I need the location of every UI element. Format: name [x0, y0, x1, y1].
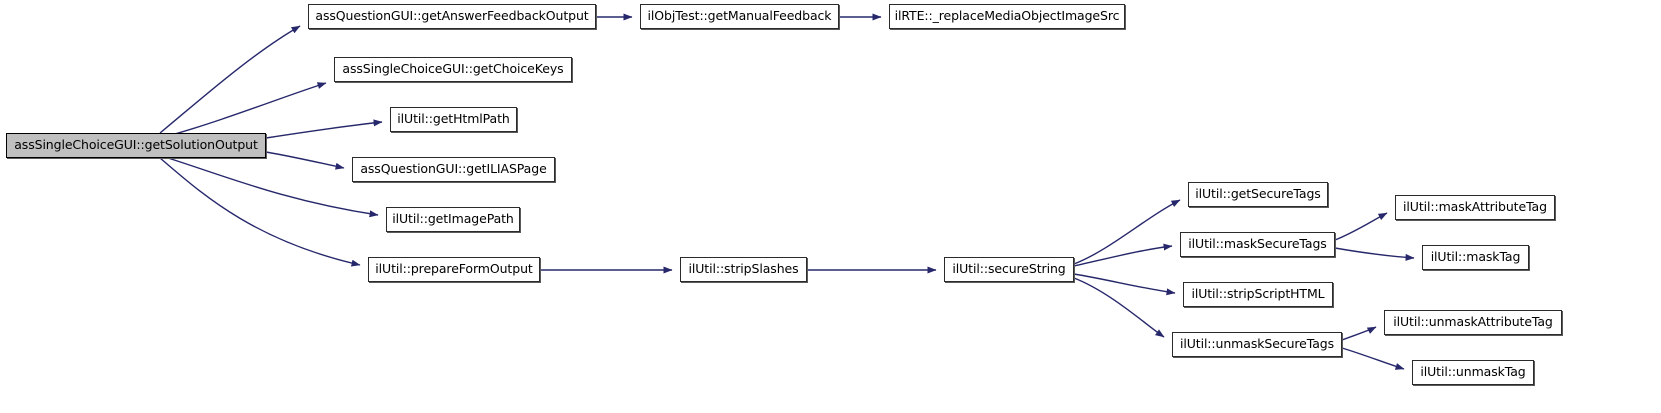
graph-node[interactable]: ilUtil::stripSlashes: [680, 257, 807, 282]
graph-node[interactable]: ilUtil::getImagePath: [386, 207, 520, 232]
graph-node-label: ilUtil::stripSlashes: [688, 261, 799, 277]
graph-node-label: assQuestionGUI::getILIASPage: [360, 161, 547, 177]
graph-node[interactable]: ilUtil::getSecureTags: [1188, 182, 1328, 207]
graph-node-label: ilRTE::_replaceMediaObjectImageSrc: [894, 8, 1120, 24]
graph-node[interactable]: ilUtil::maskAttributeTag: [1395, 195, 1555, 220]
graph-node-label: ilObjTest::getManualFeedback: [647, 8, 832, 24]
graph-node[interactable]: ilUtil::unmaskAttributeTag: [1384, 310, 1562, 335]
graph-node-label: assQuestionGUI::getAnswerFeedbackOutput: [315, 8, 589, 24]
graph-node[interactable]: ilUtil::maskSecureTags: [1180, 232, 1335, 257]
call-edge: [167, 82, 327, 137]
graph-node[interactable]: ilUtil::unmaskTag: [1412, 360, 1534, 385]
graph-node-label: ilUtil::prepareFormOutput: [375, 261, 533, 277]
graph-node[interactable]: ilUtil::stripScriptHTML: [1183, 282, 1333, 307]
graph-node[interactable]: ilUtil::unmaskSecureTags: [1172, 332, 1342, 357]
graph-node-label: ilUtil::unmaskTag: [1420, 364, 1526, 380]
call-edge: [159, 25, 301, 134]
call-edge: [167, 157, 379, 218]
graph-node-label: ilUtil::unmaskAttributeTag: [1393, 314, 1553, 330]
call-edge: [1073, 243, 1173, 267]
call-edge: [1073, 273, 1176, 296]
graph-node-label: ilUtil::getHtmlPath: [397, 111, 510, 127]
graph-node-root[interactable]: assSingleChoiceGUI::getSolutionOutput: [6, 133, 266, 158]
graph-node[interactable]: ilObjTest::getManualFeedback: [640, 4, 839, 29]
call-edge: [1341, 326, 1377, 341]
graph-node-label: ilUtil::secureString: [952, 261, 1066, 277]
call-edge: [1073, 277, 1165, 338]
graph-node[interactable]: ilUtil::getHtmlPath: [390, 107, 517, 132]
call-edge: [1341, 347, 1405, 370]
graph-node-label: ilUtil::getImagePath: [392, 211, 514, 227]
graph-node[interactable]: assSingleChoiceGUI::getChoiceKeys: [334, 57, 572, 82]
call-edge: [265, 151, 345, 170]
graph-node-label: ilUtil::stripScriptHTML: [1191, 286, 1325, 302]
call-edge: [1334, 247, 1415, 261]
graph-node-label: ilUtil::maskTag: [1430, 249, 1521, 265]
call-edge: [1334, 212, 1388, 241]
graph-node-label: ilUtil::maskSecureTags: [1188, 236, 1327, 252]
graph-node-label: ilUtil::maskAttributeTag: [1403, 199, 1547, 215]
graph-node[interactable]: ilUtil::prepareFormOutput: [368, 257, 540, 282]
call-edge: [1073, 199, 1181, 265]
graph-node[interactable]: assQuestionGUI::getILIASPage: [352, 157, 555, 182]
graph-node-label: assSingleChoiceGUI::getSolutionOutput: [14, 137, 258, 153]
graph-node-label: ilUtil::unmaskSecureTags: [1179, 336, 1335, 352]
graph-node-label: ilUtil::getSecureTags: [1195, 186, 1321, 202]
graph-node[interactable]: ilRTE::_replaceMediaObjectImageSrc: [889, 4, 1125, 29]
call-edge: [159, 157, 361, 267]
graph-node[interactable]: ilUtil::maskTag: [1422, 245, 1529, 270]
call-edge: [265, 119, 383, 139]
graph-node[interactable]: assQuestionGUI::getAnswerFeedbackOutput: [308, 4, 596, 29]
graph-node-label: assSingleChoiceGUI::getChoiceKeys: [342, 61, 564, 77]
graph-node[interactable]: ilUtil::secureString: [944, 257, 1074, 282]
